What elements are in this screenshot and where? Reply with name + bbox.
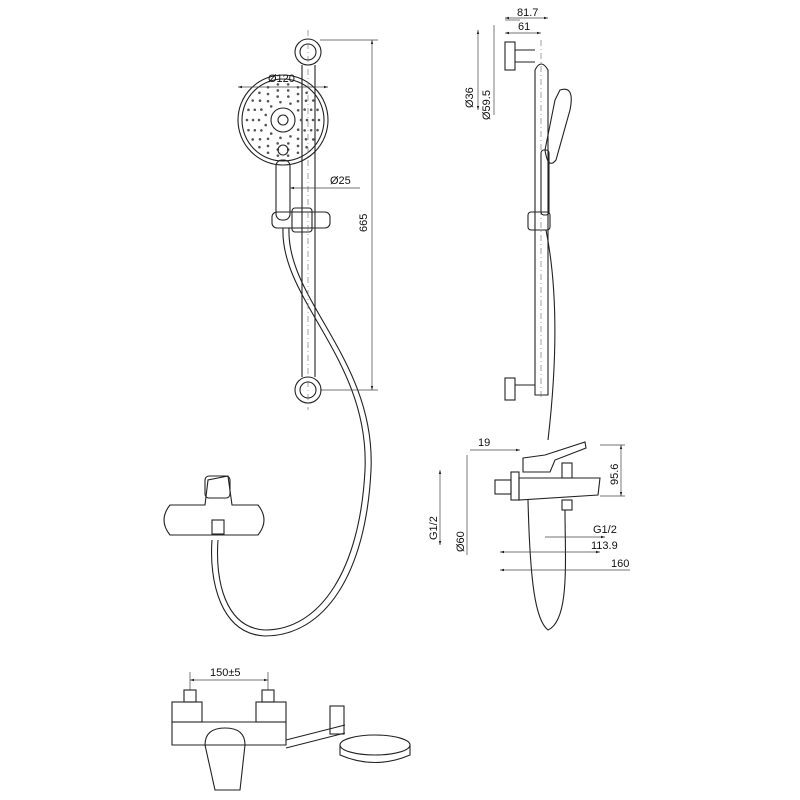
mixer-front bbox=[163, 475, 265, 536]
spray-nozzles bbox=[245, 83, 321, 157]
nozzle bbox=[303, 108, 306, 111]
nozzle bbox=[247, 108, 250, 112]
nozzle bbox=[266, 99, 270, 103]
nozzle bbox=[296, 99, 300, 103]
nozzle bbox=[311, 99, 315, 102]
dim-bracket-offset: 61 bbox=[518, 21, 530, 33]
nozzle bbox=[287, 142, 290, 145]
nozzle bbox=[269, 132, 273, 135]
nozzle bbox=[305, 118, 309, 122]
nozzle bbox=[296, 144, 300, 148]
dim-head-dia: Ø120 bbox=[268, 73, 295, 85]
dim-spout-reach-outlet: 113.9 bbox=[591, 540, 618, 552]
nozzle bbox=[257, 118, 261, 122]
nozzle bbox=[264, 113, 268, 117]
nozzle bbox=[276, 142, 279, 145]
hose bbox=[216, 227, 366, 631]
plan-view: 150±5 bbox=[171, 667, 411, 791]
nozzle bbox=[296, 128, 300, 132]
nozzle bbox=[247, 128, 250, 132]
nozzle bbox=[286, 89, 290, 92]
dim-outlet-thread: G1/2 bbox=[593, 524, 617, 536]
dim-mixer-height: 95.6 bbox=[609, 464, 621, 485]
nozzle bbox=[258, 137, 262, 141]
nozzle bbox=[276, 89, 280, 92]
nozzle bbox=[289, 135, 292, 138]
nozzle bbox=[260, 108, 263, 111]
nozzle bbox=[289, 102, 292, 105]
nozzle bbox=[258, 145, 261, 149]
nozzle bbox=[296, 92, 300, 96]
nozzle bbox=[260, 129, 263, 132]
nozzle bbox=[266, 92, 270, 96]
nozzle bbox=[296, 151, 300, 155]
nozzle bbox=[276, 154, 280, 157]
nozzle bbox=[279, 136, 282, 140]
nozzle bbox=[276, 83, 280, 86]
nozzle bbox=[286, 154, 290, 157]
nozzle bbox=[304, 99, 308, 103]
nozzle bbox=[305, 91, 308, 95]
nozzle bbox=[251, 118, 255, 122]
nozzle bbox=[266, 151, 270, 155]
dim-rail-height: 665 bbox=[358, 214, 370, 232]
nozzle bbox=[309, 128, 313, 132]
nozzle bbox=[296, 108, 300, 112]
dim-inlet-thread: G1/2 bbox=[428, 516, 440, 540]
nozzle bbox=[311, 118, 315, 122]
nozzle bbox=[251, 99, 255, 102]
side-view: 81.7 61 Ø36 Ø59.5 19 95.6 G1/2 Ø60 G1/2 … bbox=[428, 7, 630, 631]
nozzle bbox=[299, 118, 303, 122]
nozzle bbox=[279, 100, 282, 104]
dim-rail-dia: Ø25 bbox=[330, 175, 351, 187]
dim-spout-reach: 160 bbox=[611, 558, 629, 570]
nozzle bbox=[258, 91, 261, 95]
nozzle bbox=[251, 138, 255, 141]
nozzle bbox=[305, 145, 308, 149]
nozzle bbox=[311, 138, 315, 141]
nozzle bbox=[264, 123, 268, 127]
nozzle bbox=[309, 108, 313, 112]
dim-centers: 150±5 bbox=[210, 667, 241, 679]
nozzle bbox=[245, 118, 249, 122]
dim-flange-dia: Ø60 bbox=[455, 531, 467, 552]
nozzle bbox=[258, 99, 262, 103]
shower-head-side bbox=[544, 88, 572, 164]
nozzle bbox=[269, 105, 273, 108]
nozzle bbox=[286, 83, 290, 86]
shower-head bbox=[237, 74, 329, 221]
nozzle bbox=[317, 118, 321, 122]
nozzle bbox=[316, 108, 319, 112]
nozzle bbox=[303, 129, 306, 132]
slider bbox=[271, 207, 331, 233]
dim-wall-offset: 19 bbox=[478, 437, 490, 449]
nozzle bbox=[253, 128, 257, 132]
nozzle bbox=[296, 137, 300, 141]
nozzle bbox=[304, 137, 308, 141]
dim-bracket-dia-small: Ø36 bbox=[464, 87, 476, 108]
dim-bracket-dia-large: Ø59.5 bbox=[481, 90, 493, 120]
nozzle bbox=[266, 144, 270, 148]
nozzle bbox=[276, 95, 279, 98]
mixer-side bbox=[494, 441, 601, 511]
nozzle bbox=[266, 137, 270, 141]
dim-bracket-depth: 81.7 bbox=[517, 7, 538, 19]
nozzle bbox=[316, 128, 319, 132]
front-view: Ø120 Ø25 665 bbox=[163, 30, 378, 637]
nozzle bbox=[287, 95, 290, 98]
nozzle bbox=[253, 108, 257, 112]
